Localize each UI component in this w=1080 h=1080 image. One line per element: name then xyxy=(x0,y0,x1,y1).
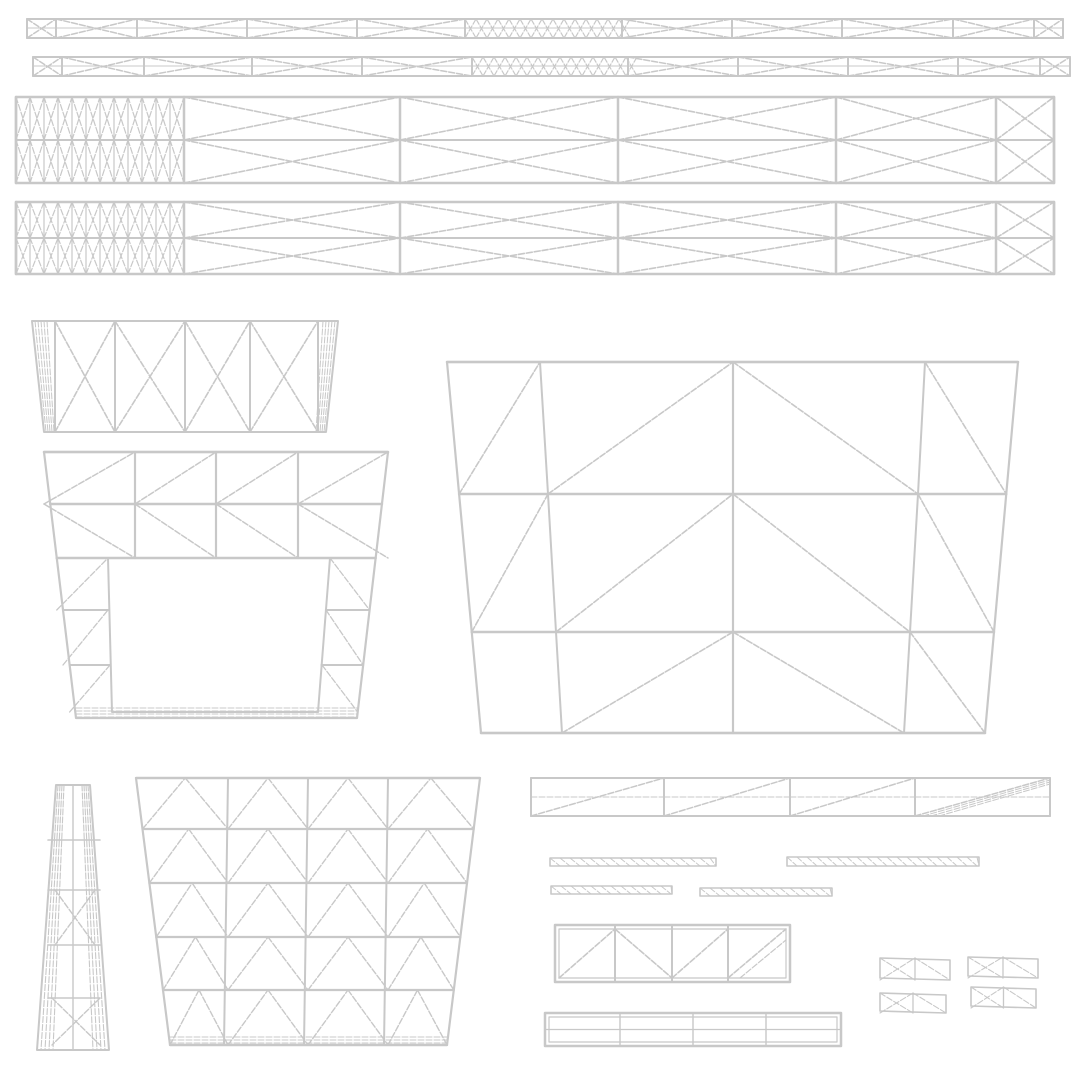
island-small-trapezoid xyxy=(31,320,339,433)
island-tiny-pieces xyxy=(879,956,1039,1014)
island-mid-strip xyxy=(530,777,1051,817)
island-bottom-strip xyxy=(543,1011,843,1048)
island-long-truss-1 xyxy=(14,95,1056,185)
island-top-strip-2 xyxy=(32,56,1071,77)
island-small-truss xyxy=(553,923,792,984)
island-thin-bars xyxy=(549,856,980,897)
island-narrow-column xyxy=(36,784,110,1051)
island-large-trapezoid xyxy=(445,360,1020,735)
island-chevron-panel xyxy=(134,776,482,1047)
island-open-frame-trapezoid xyxy=(42,450,390,720)
island-top-strip-1 xyxy=(26,18,1064,39)
island-long-truss-2 xyxy=(14,200,1056,276)
